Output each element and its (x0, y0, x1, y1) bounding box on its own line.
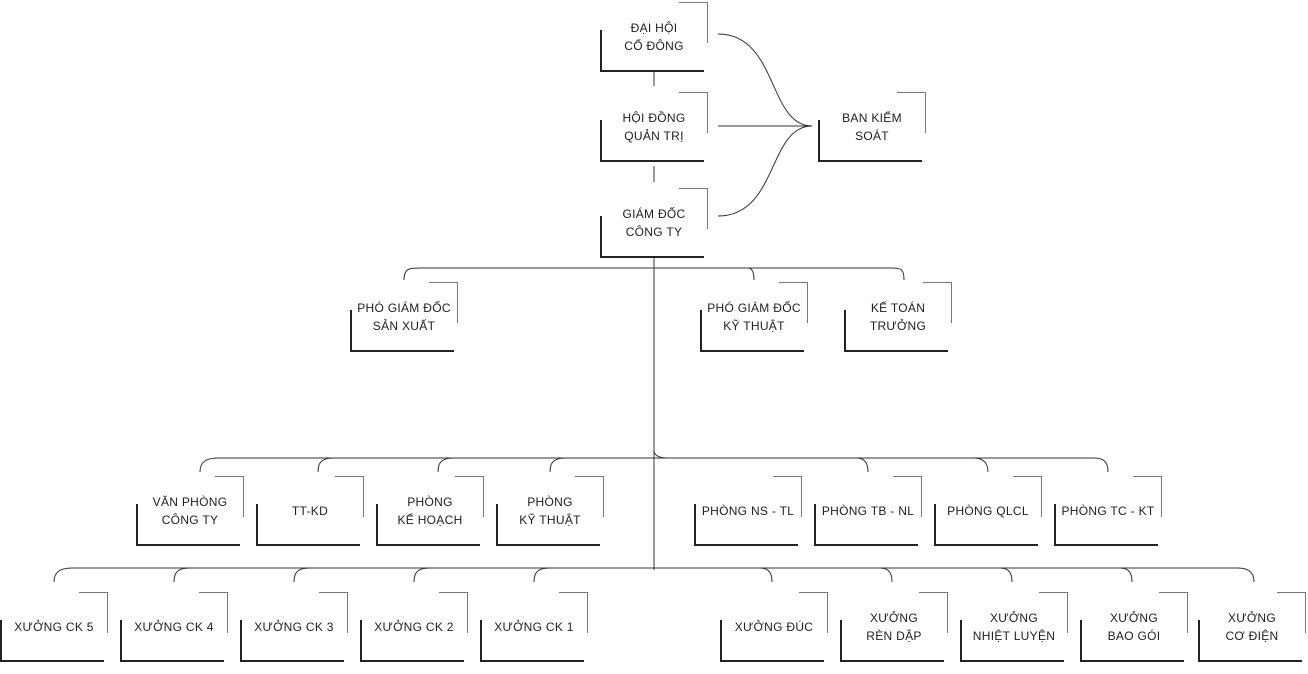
drop-nhiet-luyen (999, 567, 1013, 583)
brace-bottom (717, 125, 813, 217)
node-phong-ns-tl[interactable]: PHÒNG NS - TL (694, 476, 802, 546)
node-label: PHÓ GIÁM ĐỐC SẢN XUẤT (357, 301, 451, 333)
node-label: HỘI ĐỒNG QUẢN TRỊ (622, 111, 686, 143)
drop-ck3 (293, 567, 311, 583)
node-xuong-duc[interactable]: XƯỞNG ĐÚC (720, 592, 828, 662)
brace-top (717, 33, 813, 127)
node-label: XƯỞNG ĐÚC (734, 620, 814, 634)
node-xuong-co-dien[interactable]: XƯỞNG CƠ ĐIỆN (1198, 592, 1306, 662)
drop-pgd-kythuat (747, 267, 755, 281)
node-ban-kiem-soat[interactable]: BAN KIỂM SOÁT (818, 92, 926, 162)
drop-ck1 (533, 567, 551, 583)
node-label: BAN KIỂM SOÁT (842, 111, 902, 143)
node-pgd-ky-thuat[interactable]: PHÓ GIÁM ĐỐC KỸ THUẬT (700, 282, 808, 352)
node-xuong-ck1[interactable]: XƯỞNG CK 1 (480, 592, 588, 662)
node-phong-ke-hoach[interactable]: PHÒNG KẾ HOẠCH (376, 476, 484, 546)
node-label: XƯỞNG CK 2 (374, 620, 454, 634)
drop-ky-thuat (549, 457, 567, 473)
node-label: XƯỞNG NHIỆT LUYỆN (972, 611, 1056, 643)
node-xuong-ck5[interactable]: XƯỞNG CK 5 (0, 592, 108, 662)
node-label: TT-KD (291, 504, 329, 518)
bus-level-2 (199, 457, 1109, 473)
join-level-2 (653, 449, 669, 459)
node-label: ĐẠI HỘI CỔ ĐÔNG (624, 21, 684, 53)
bus-level-3 (53, 567, 1255, 583)
node-label: PHÓ GIÁM ĐỐC KỸ THUẬT (707, 301, 801, 333)
node-phong-ky-thuat[interactable]: PHÒNG KỸ THUẬT (496, 476, 604, 546)
node-phong-qlcl[interactable]: PHÒNG QLCL (934, 476, 1042, 546)
node-tt-kd[interactable]: TT-KD (256, 476, 364, 546)
bus-level-1 (403, 267, 905, 281)
node-label: PHÒNG NS - TL (701, 504, 795, 518)
node-xuong-ck3[interactable]: XƯỞNG CK 3 (240, 592, 348, 662)
node-ke-toan-truong[interactable]: KẾ TOÁN TRƯỞNG (844, 282, 952, 352)
node-label: PHÒNG QLCL (947, 504, 1029, 518)
node-label: PHÒNG TB - NL (821, 504, 915, 518)
node-giam-doc-cong-ty[interactable]: GIÁM ĐỐC CÔNG TY (600, 188, 708, 258)
node-pgd-san-xuat[interactable]: PHÓ GIÁM ĐỐC SẢN XUẤT (350, 282, 458, 352)
node-xuong-ren-dap[interactable]: XƯỞNG RÈN DẬP (840, 592, 948, 662)
node-label: PHÒNG KẾ HOẠCH (397, 495, 463, 527)
node-phong-tb-nl[interactable]: PHÒNG TB - NL (814, 476, 922, 546)
node-label: XƯỞNG CK 4 (134, 620, 214, 634)
node-phong-tc-kt[interactable]: PHÒNG TC - KT (1054, 476, 1162, 546)
drop-ck2 (413, 567, 431, 583)
drop-duc (759, 567, 773, 583)
node-label: VĂN PHÒNG CÔNG TY (152, 495, 228, 527)
node-xuong-bao-goi[interactable]: XƯỞNG BAO GÓI (1080, 592, 1188, 662)
node-xuong-nhiet-luyen[interactable]: XƯỞNG NHIỆT LUYỆN (960, 592, 1068, 662)
node-label: KẾ TOÁN TRƯỞNG (869, 301, 927, 333)
node-xuong-ck4[interactable]: XƯỞNG CK 4 (120, 592, 228, 662)
node-label: XƯỞNG BAO GÓI (1107, 611, 1161, 643)
drop-tb-nl (855, 457, 869, 473)
node-label: PHÒNG TC - KT (1061, 504, 1155, 518)
drop-ck4 (173, 567, 191, 583)
drop-ke-hoach (437, 457, 455, 473)
node-label: XƯỞNG RÈN DẬP (866, 611, 922, 643)
node-label: XƯỞNG CK 5 (14, 620, 94, 634)
node-hoi-dong-quan-tri[interactable]: HỘI ĐỒNG QUẢN TRỊ (600, 92, 708, 162)
node-van-phong-cong-ty[interactable]: VĂN PHÒNG CÔNG TY (136, 476, 244, 546)
node-dai-hoi-co-dong[interactable]: ĐẠI HỘI CỔ ĐÔNG (600, 2, 708, 72)
drop-tt-kd (317, 457, 335, 473)
node-label: XƯỞNG CK 1 (494, 620, 574, 634)
drop-bao-goi (1119, 567, 1133, 583)
node-xuong-ck2[interactable]: XƯỞNG CK 2 (360, 592, 468, 662)
node-label: GIÁM ĐỐC CÔNG TY (622, 207, 686, 239)
node-label: XƯỞNG CK 3 (254, 620, 334, 634)
node-label: PHÒNG KỸ THUẬT (519, 495, 581, 527)
drop-ren-dap (879, 567, 893, 583)
node-label: XƯỞNG CƠ ĐIỆN (1225, 611, 1279, 643)
drop-qlcl (973, 457, 989, 473)
